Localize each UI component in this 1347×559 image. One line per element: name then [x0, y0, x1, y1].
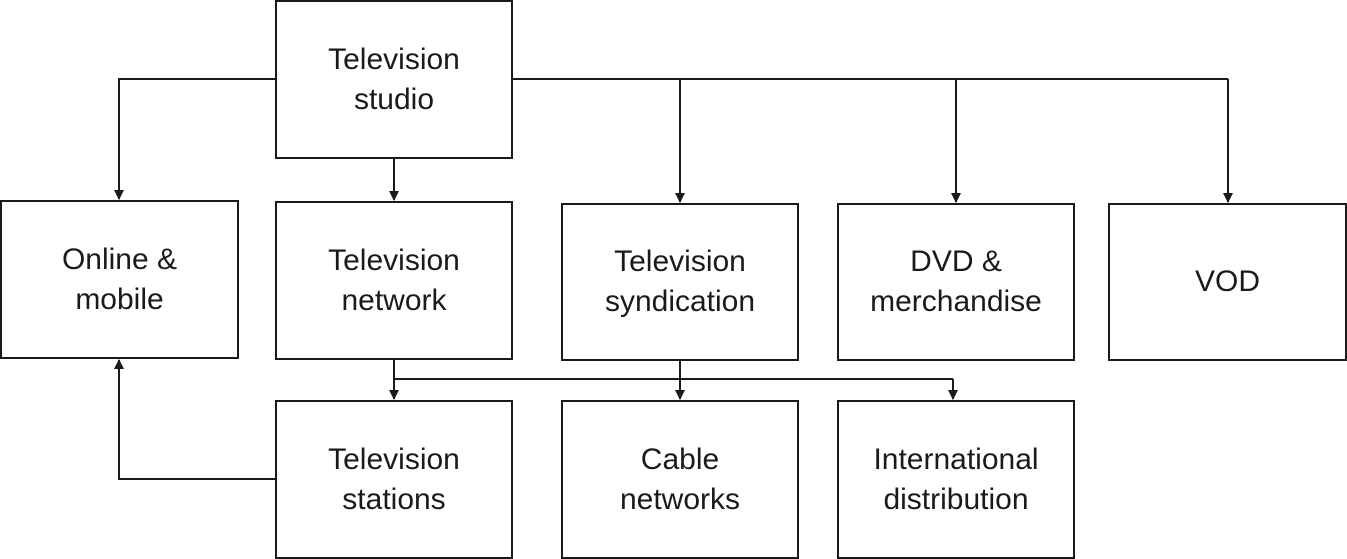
node-label-line: Television [328, 243, 460, 277]
node-online-mobile: Online & mobile [0, 200, 239, 359]
node-television-network: Television network [275, 201, 513, 360]
node-label-line: Cable [640, 442, 720, 476]
node-vod: VOD [1108, 203, 1347, 361]
node-label-line: stations [342, 482, 446, 516]
node-television-stations: Television stations [275, 400, 513, 559]
node-label-line: Television [328, 42, 460, 76]
node-label-line: Television [614, 245, 746, 278]
edge-stations-online [114, 359, 275, 480]
node-label-line: distribution [883, 482, 1029, 516]
node-label-line: merchandise [870, 285, 1042, 318]
node-dvd-merchandise: DVD & merchandise [837, 203, 1075, 361]
node-label-line: Television [328, 442, 460, 476]
node-label-line: VOD [1194, 265, 1260, 298]
node-label-line: networks [619, 482, 741, 516]
node-label-line: DVD & [910, 245, 1002, 278]
node-label-line: International [873, 442, 1039, 476]
node-label-line: network [341, 283, 447, 317]
node-television-studio: Television studio [275, 0, 513, 159]
edge-studio-online [114, 78, 275, 200]
node-label-line: studio [353, 82, 435, 116]
node-label-line: mobile [75, 282, 164, 316]
node-label-line: Online & [61, 242, 178, 276]
node-cable-networks: Cable networks [561, 400, 799, 559]
node-label-line: syndication [604, 285, 756, 318]
node-television-syndication: Television syndication [561, 203, 799, 361]
node-international-distribution: International distribution [837, 400, 1075, 559]
